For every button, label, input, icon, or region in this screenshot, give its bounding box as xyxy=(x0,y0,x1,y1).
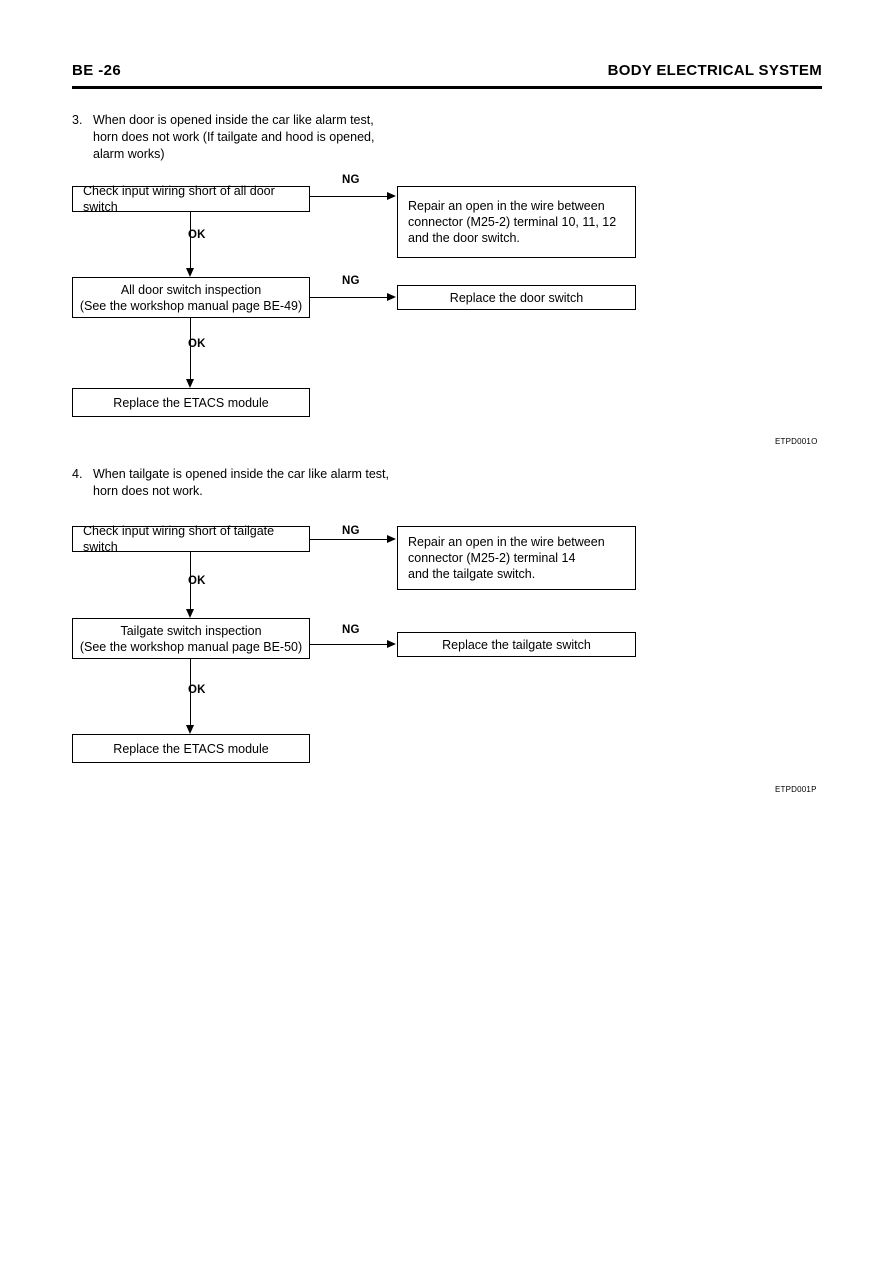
flow2-step3-box: Replace the ETACS module xyxy=(72,734,310,763)
flow2-step1-ng-result-label: Repair an open in the wire between conne… xyxy=(408,535,605,581)
section-4-number: 4. xyxy=(72,467,83,481)
flow2-step1-ng-arrow xyxy=(387,534,396,543)
flow1-step3-box: Replace the ETACS module xyxy=(72,388,310,417)
flow2-step1-ng-label: NG xyxy=(342,525,360,537)
flow1-step3-label: Replace the ETACS module xyxy=(113,395,269,410)
flow1-step2-label: All door switch inspection (See the work… xyxy=(79,282,303,313)
flow1-step2-ok-label: OK xyxy=(188,338,206,350)
flow1-step2-ng-result-box: Replace the door switch xyxy=(397,285,636,310)
flow1-step2-ok-arrow xyxy=(186,379,195,388)
flow1-step1-ng-arrow xyxy=(387,191,396,200)
flow2-step1-ok-label: OK xyxy=(188,575,206,587)
figure-code-2: ETPD001P xyxy=(775,785,817,794)
flow1-step1-box: Check input wiring short of all door swi… xyxy=(72,184,310,214)
flow2-step2-ng-arrow xyxy=(387,639,396,648)
header-divider xyxy=(72,86,822,89)
section-3-text: When door is opened inside the car like … xyxy=(93,113,375,161)
flow1-step2-ng-line xyxy=(310,297,387,299)
flow1-step1-ng-line xyxy=(310,196,387,198)
flow1-step1-ng-label: NG xyxy=(342,174,360,186)
flow1-step1-ng-result-label: Repair an open in the wire between conne… xyxy=(408,199,617,245)
flow2-step2-ok-line xyxy=(190,659,192,725)
flow1-step2-ng-result-label: Replace the door switch xyxy=(449,290,584,305)
flow2-step2-ng-label: NG xyxy=(342,624,360,636)
flow1-step1-label: Check input wiring short of all door swi… xyxy=(83,184,275,214)
flow2-step3-label: Replace the ETACS module xyxy=(113,741,269,756)
flow1-step2-ng-label: NG xyxy=(342,275,360,287)
page-number: BE -26 xyxy=(72,62,122,79)
flow1-step1-ok-label: OK xyxy=(188,229,206,241)
flow1-step1-ok-line xyxy=(190,212,192,269)
flow1-step2-box: All door switch inspection (See the work… xyxy=(72,277,310,318)
flow2-step2-ok-arrow xyxy=(186,725,195,734)
flow2-step1-box: Check input wiring short of tailgate swi… xyxy=(72,524,310,554)
page-header: BE -26 BODY ELECTRICAL SYSTEM xyxy=(72,62,822,86)
flow2-step2-ng-result-box: Replace the tailgate switch xyxy=(397,632,636,657)
figure-code-1: ETPD001O xyxy=(775,437,818,446)
page-title: BODY ELECTRICAL SYSTEM xyxy=(607,62,822,79)
flow2-step2-ok-label: OK xyxy=(188,684,206,696)
flow2-step2-ng-line xyxy=(310,644,387,646)
flow1-step2-ng-arrow xyxy=(387,292,396,301)
flow1-step2-ok-line xyxy=(190,318,192,380)
flow2-step1-ok-line xyxy=(190,552,192,610)
flow2-step1-ok-arrow xyxy=(186,609,195,618)
flow2-step1-label: Check input wiring short of tailgate swi… xyxy=(83,524,275,554)
flow2-step2-label: Tailgate switch inspection (See the work… xyxy=(79,623,303,654)
flow2-step1-ng-line xyxy=(310,539,387,541)
flow2-step1-ng-result-box: Repair an open in the wire between conne… xyxy=(397,526,636,590)
flow2-step2-ng-result-label: Replace the tailgate switch xyxy=(442,637,591,652)
flow1-step1-ng-result-box: Repair an open in the wire between conne… xyxy=(397,186,636,258)
section-4-text: When tailgate is opened inside the car l… xyxy=(93,467,389,498)
section-3-number: 3. xyxy=(72,113,83,127)
flow2-step2-box: Tailgate switch inspection (See the work… xyxy=(72,618,310,659)
flow1-step1-ok-arrow xyxy=(186,268,195,277)
